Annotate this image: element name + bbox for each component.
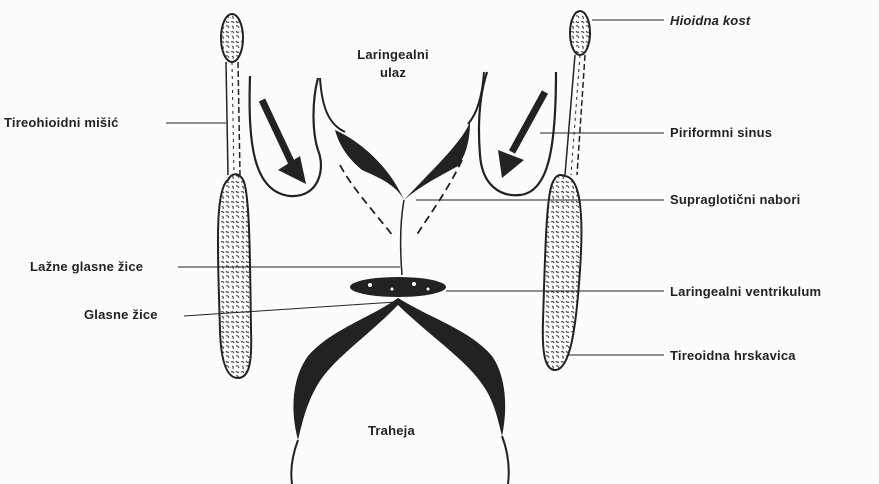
laryngeal-ventricle	[350, 277, 446, 297]
label-vocal-cords: Glasne žice	[84, 308, 158, 321]
laryngeal-inlet-wall-left	[320, 78, 345, 132]
hyoid-bone-left	[221, 14, 243, 62]
label-supraglottic-folds: Supraglotični nabori	[670, 193, 800, 206]
piriform-sinus-right	[479, 72, 556, 195]
label-hyoid-bone: Hioidna kost	[670, 14, 750, 27]
label-thyroid-cartilage: Tireoidna hrskavica	[670, 349, 796, 362]
arrow-icon-left	[262, 100, 306, 184]
label-laryngeal-inlet: Laringealni ulaz	[348, 46, 438, 81]
vestibule-midline	[401, 200, 404, 275]
vocal-cord-left	[293, 298, 398, 440]
trachea-wall-left	[291, 440, 298, 484]
trachea-wall-right	[502, 436, 509, 484]
thyroid-cartilage-right	[543, 175, 582, 370]
thyrohyoid-muscle-right	[565, 55, 585, 175]
vocal-cord-right	[398, 298, 505, 436]
thyrohyoid-muscle-left	[226, 62, 240, 175]
leader-vocal-cords	[184, 302, 396, 316]
label-laryngeal-ventricle: Laringealni ventrikulum	[670, 285, 821, 298]
arrow-icon-right	[498, 92, 545, 178]
label-piriform-sinus: Piriformni sinus	[670, 126, 772, 139]
hyoid-bone-right	[570, 11, 590, 55]
piriform-sinus-left	[250, 76, 321, 196]
thyroid-cartilage-left	[218, 174, 251, 378]
label-thyrohyoid-muscle: Tireohioidni mišić	[4, 116, 119, 129]
label-trachea: Traheja	[368, 424, 415, 437]
label-false-vocal-cords: Lažne glasne žice	[30, 260, 143, 273]
supraglottic-fold-right	[404, 122, 470, 200]
supraglottic-fold-left	[335, 130, 404, 200]
